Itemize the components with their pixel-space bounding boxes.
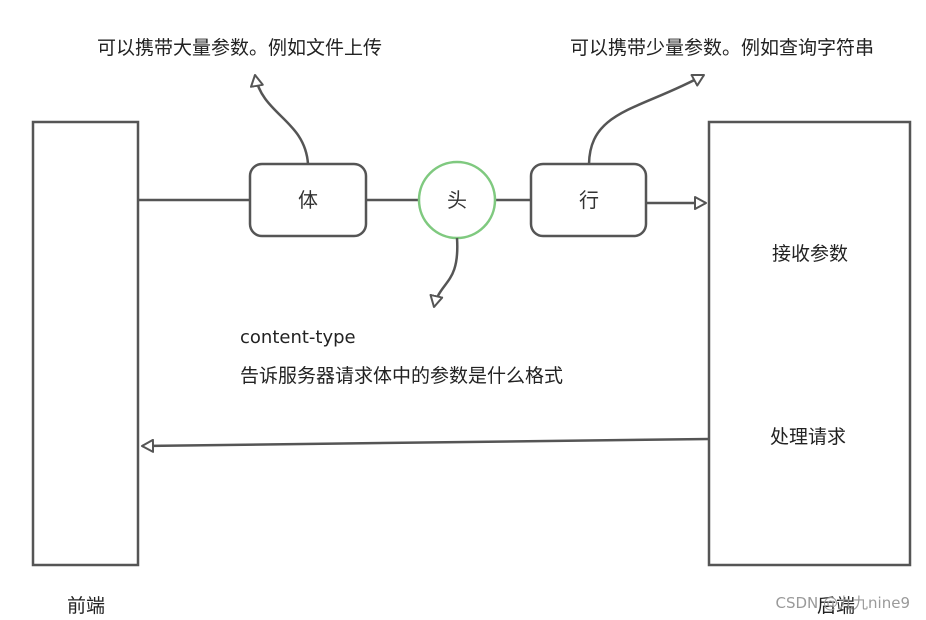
watermark-text: CSDN @九九nine9: [776, 594, 911, 612]
request-header-label: 头: [447, 188, 467, 212]
backend-receive-label: 接收参数: [772, 243, 848, 265]
backend-process-label: 处理请求: [770, 426, 846, 448]
request-line-label: 行: [579, 188, 599, 212]
header-title-text: content-type: [240, 327, 356, 348]
backend-caption: 后端: [817, 595, 855, 617]
backend-box: [707, 120, 912, 567]
body-note-arrow: [249, 74, 310, 165]
frontend-caption: 前端: [67, 595, 105, 617]
request-line-node: [529, 162, 648, 238]
header-note-text: 告诉服务器请求体中的参数是什么格式: [240, 365, 563, 387]
line-note-text: 可以携带少量参数。例如查询字符串: [570, 37, 874, 59]
line-note-arrow: [587, 73, 705, 165]
body-note-text: 可以携带大量参数。例如文件上传: [97, 37, 382, 59]
frontend-box: [31, 120, 140, 567]
response-arrow: [141, 437, 710, 453]
header-note-arrow: [429, 237, 459, 308]
request-body-label: 体: [298, 188, 318, 212]
